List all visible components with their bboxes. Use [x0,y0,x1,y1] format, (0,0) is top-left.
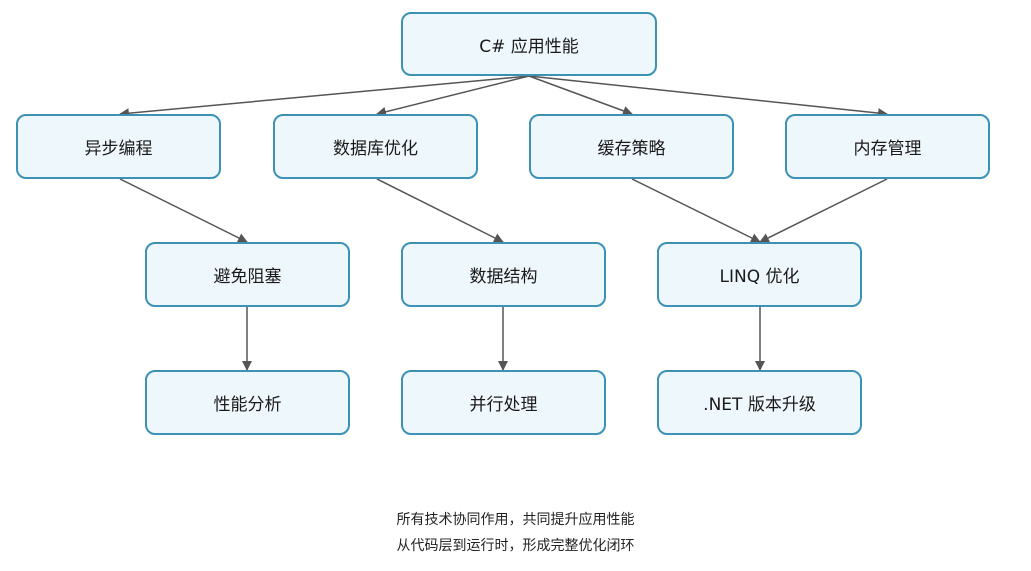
node-net-upgrade: .NET 版本升级 [657,370,862,435]
node-root-label: C# 应用性能 [479,36,579,57]
node-linq: LINQ 优化 [657,242,862,307]
node-db: 数据库优化 [273,114,478,179]
edge-root-cache [528,75,633,116]
node-profiling-label: 性能分析 [213,395,282,415]
caption-line-2: 从代码层到运行时，形成完整优化闭环 [396,538,635,554]
node-avoid-block-label: 避免阻塞 [213,267,282,287]
node-memory: 内存管理 [785,114,990,179]
edge-cache-linq [631,178,761,243]
node-data-struct-label: 数据结构 [469,267,538,287]
node-data-struct: 数据结构 [401,242,606,307]
node-async-label: 异步编程 [84,139,153,159]
edge-root-async [119,75,530,119]
caption-line-1: 所有技术协同作用，共同提升应用性能 [396,512,635,528]
node-cache: 缓存策略 [529,114,734,179]
edge-db-data-struct [376,178,504,243]
node-profiling: 性能分析 [145,370,350,435]
edge-async-avoid-block [119,178,248,243]
node-parallel: 并行处理 [401,370,606,435]
edge-root-db [376,75,530,117]
node-cache-label: 缓存策略 [597,139,666,159]
node-async: 异步编程 [16,114,221,179]
edge-memory-linq [759,178,888,243]
edge-root-memory [528,75,888,119]
node-avoid-block: 避免阻塞 [145,242,350,307]
node-root: C# 应用性能 [401,12,657,76]
node-linq-label: LINQ 优化 [719,267,800,287]
node-parallel-label: 并行处理 [469,395,538,415]
node-net-upgrade-label: .NET 版本升级 [703,395,816,415]
node-db-label: 数据库优化 [333,139,418,159]
node-memory-label: 内存管理 [853,139,922,159]
